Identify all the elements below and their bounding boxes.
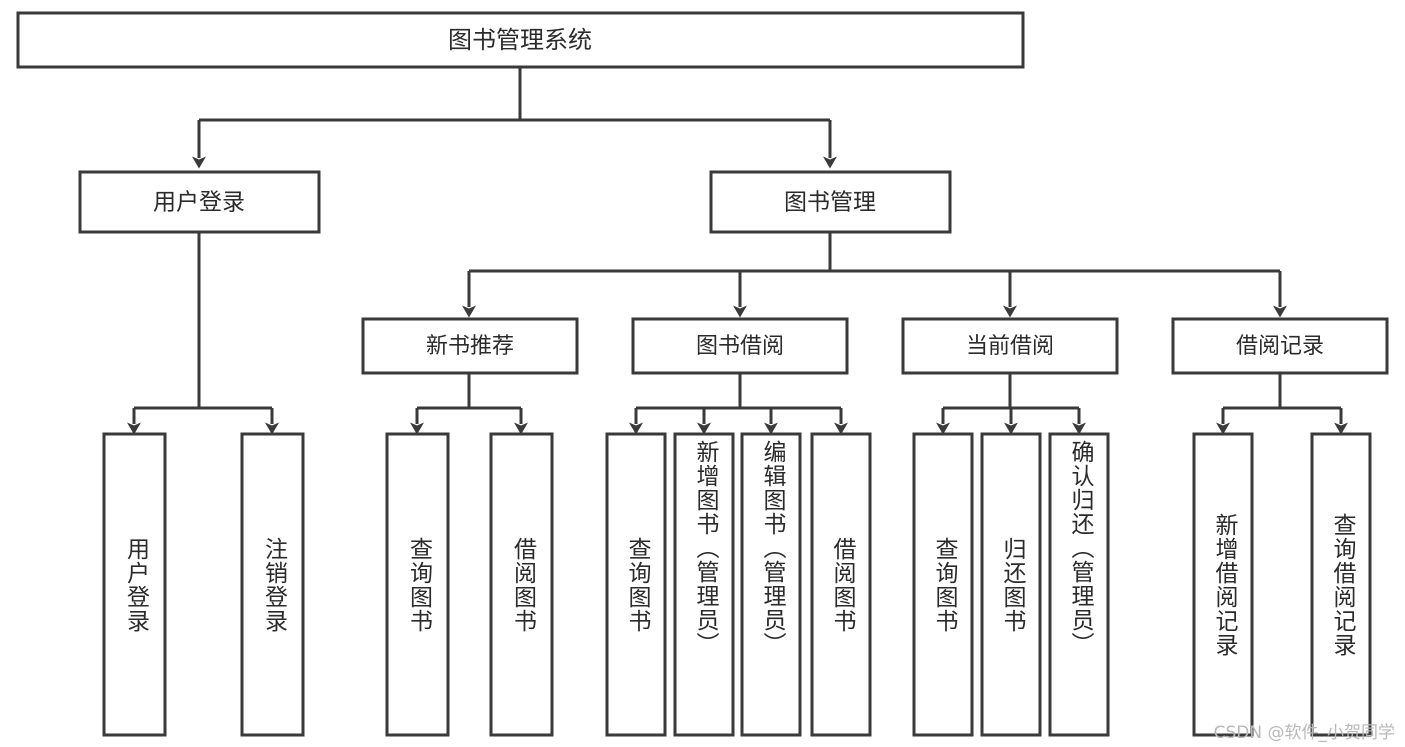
node-leaf-br-add-record-box[interactable] — [1192, 432, 1254, 737]
node-leaf-cb-return-book-box[interactable] — [980, 432, 1042, 737]
node-user-login-box[interactable] — [78, 170, 321, 234]
node-book-mgmt-box[interactable] — [709, 170, 952, 234]
node-user-login-label: 用户登录 — [153, 190, 245, 216]
node-leaf-bb-add-book-box[interactable] — [673, 432, 735, 737]
node-current-borrow-box[interactable] — [901, 317, 1119, 375]
node-new-book-rec-label: 新书推荐 — [426, 334, 514, 359]
node-leaf-br-query-record-box[interactable] — [1310, 432, 1372, 737]
node-leaf-bb-borrow-book-box[interactable] — [810, 432, 872, 737]
node-leaf-bb-edit-book-box[interactable] — [740, 432, 802, 737]
node-book-mgmt-label: 图书管理 — [784, 190, 876, 216]
node-leaf-logout-box[interactable] — [240, 432, 305, 737]
node-root-box[interactable] — [16, 11, 1025, 69]
node-book-borrow-label: 图书借阅 — [696, 334, 784, 359]
node-current-borrow-label: 当前借阅 — [966, 334, 1054, 359]
node-new-book-rec-box[interactable] — [361, 317, 579, 375]
node-borrow-record-label: 借阅记录 — [1236, 334, 1324, 359]
node-leaf-user-login-box[interactable] — [102, 432, 167, 737]
node-leaf-bb-query-book-box[interactable] — [605, 432, 667, 737]
node-root-label: 图书管理系统 — [448, 26, 592, 54]
node-leaf-cb-confirm-return-box[interactable] — [1048, 432, 1110, 737]
node-borrow-record-box[interactable] — [1171, 317, 1389, 375]
node-leaf-cb-query-book-box[interactable] — [912, 432, 974, 737]
csdn-watermark: CSDN @软件_小贺同学 — [1213, 723, 1395, 743]
node-leaf-nbr-query-book-box[interactable] — [385, 432, 450, 737]
node-book-borrow-box[interactable] — [631, 317, 849, 375]
node-leaf-nbr-borrow-book-box[interactable] — [489, 432, 554, 737]
